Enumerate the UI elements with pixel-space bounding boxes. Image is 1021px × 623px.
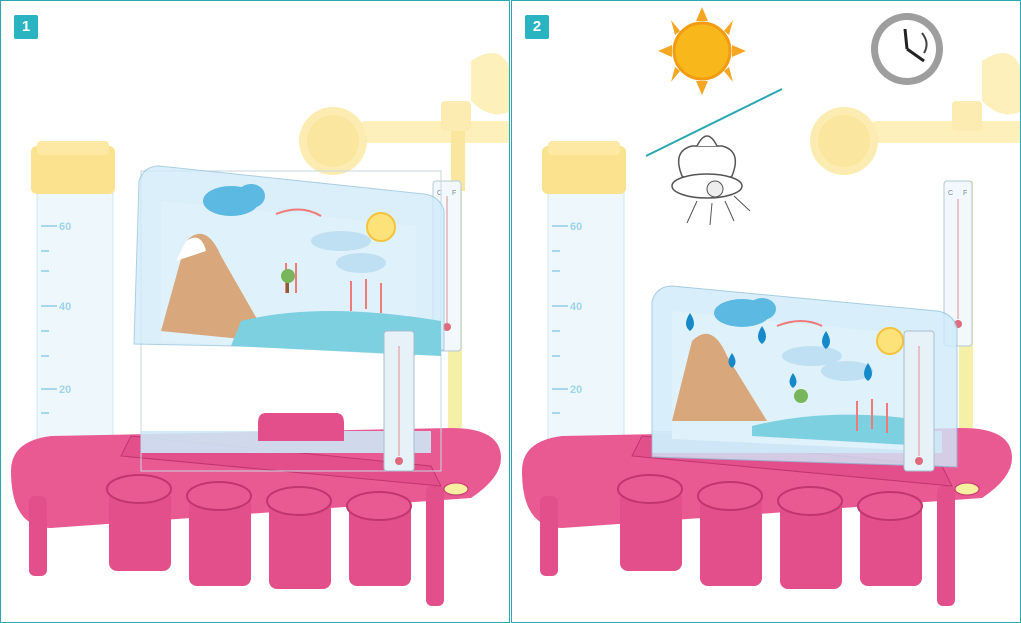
measuring-cylinder: 60 40 20 [31, 141, 115, 472]
panel-step-2: C F 60 40 [511, 0, 1021, 623]
step-badge-1: 1 [14, 15, 38, 39]
step-badge-2: 2 [525, 15, 549, 39]
measuring-cylinder: 60 40 20 [542, 141, 626, 472]
cylinder-tick-60: 60 [570, 221, 582, 233]
small-thermometer [904, 331, 934, 471]
cylinder-tick-60: 60 [59, 221, 71, 233]
cylinder-tick-40: 40 [570, 301, 582, 313]
panel-1-illustration: C F 60 40 [1, 1, 510, 623]
therm-f-label: F [452, 190, 456, 197]
cylinder-tick-20: 20 [59, 384, 71, 396]
panel-step-1: C F 60 40 [0, 0, 510, 623]
clock-icon [871, 13, 943, 85]
wind-vane [299, 53, 510, 191]
lamp-icon [672, 136, 750, 225]
cylinder-tick-20: 20 [570, 384, 582, 396]
panel-2-illustration: C F 60 40 [512, 1, 1021, 623]
cylinder-tick-40: 40 [59, 301, 71, 313]
therm-f-label: F [963, 190, 967, 197]
small-thermometer [384, 331, 414, 471]
sun-icon [658, 7, 746, 95]
therm-c-label: C [948, 190, 953, 197]
pink-stand [11, 413, 501, 606]
